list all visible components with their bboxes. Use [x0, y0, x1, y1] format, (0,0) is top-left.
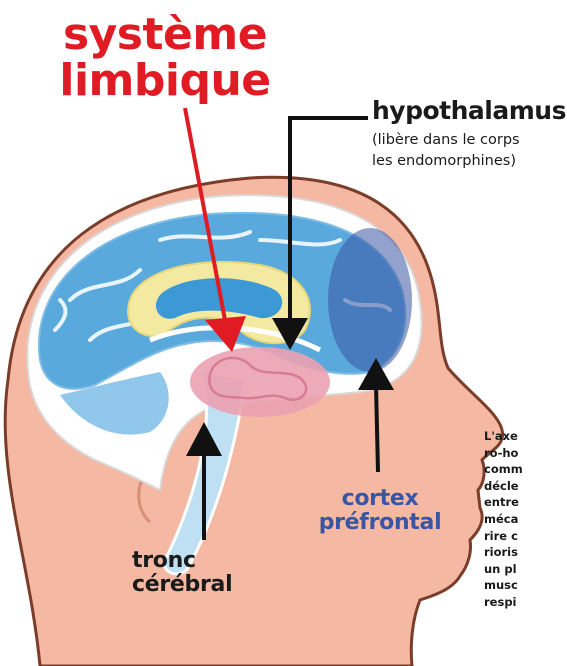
- hypothalamus-note-line-1: (libère dans le corps: [372, 132, 520, 148]
- side-text-line: rioris: [484, 544, 567, 561]
- label-hypothalamus-note: (libère dans le corps les endomorphines): [372, 130, 562, 172]
- side-text-line: L'axe: [484, 428, 567, 445]
- side-text-line: comm: [484, 461, 567, 478]
- label-cortex-prefrontal: cortex préfrontal: [300, 487, 460, 535]
- tronc-line-1: tronc: [132, 548, 196, 573]
- side-text-line: respi: [484, 594, 567, 611]
- side-text-line: ro-ho: [484, 445, 567, 462]
- side-text-line: un pl: [484, 561, 567, 578]
- side-text-line: décle: [484, 478, 567, 495]
- cortex-arrow-line: [376, 385, 378, 472]
- cortex-line-1: cortex: [342, 486, 419, 511]
- prefrontal-region: [328, 228, 412, 372]
- cortex-line-2: préfrontal: [319, 510, 442, 535]
- label-hypothalamus: hypothalamus: [372, 97, 566, 125]
- title-line-1: système: [63, 9, 267, 60]
- limbic-region: [190, 347, 330, 417]
- title-systeme-limbique: système limbique: [40, 12, 290, 104]
- title-line-2: limbique: [59, 55, 270, 106]
- side-text-line: rire c: [484, 528, 567, 545]
- hypothalamus-note-line-2: les endomorphines): [372, 153, 516, 169]
- side-text-truncated: L'axe ro-ho comm décle entre méca rire c…: [484, 428, 567, 611]
- side-text-line: musc: [484, 577, 567, 594]
- side-text-line: méca: [484, 511, 567, 528]
- tronc-line-2: cérébral: [132, 572, 232, 597]
- side-text-line: entre: [484, 494, 567, 511]
- label-tronc-cerebral: tronc cérébral: [132, 549, 282, 597]
